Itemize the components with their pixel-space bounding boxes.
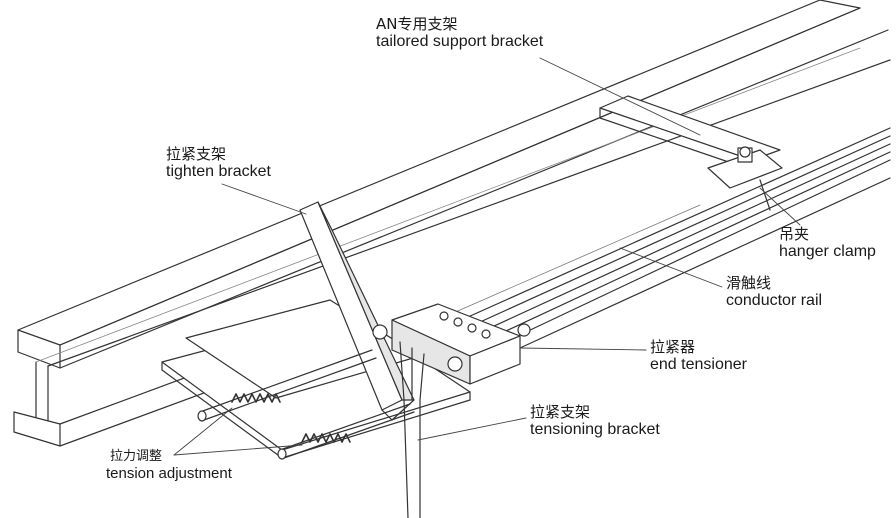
label-conductor-rail: 滑触线 conductor rail <box>726 274 823 311</box>
label-en: tensioning bracket <box>530 421 660 439</box>
i-beam <box>13 0 891 447</box>
end-tensioner-shape <box>372 303 531 518</box>
label-zh: 拉紧支架 <box>166 145 227 163</box>
label-en: tighten bracket <box>166 163 271 181</box>
label-zh: AN专用支架 <box>376 15 458 33</box>
conductor-rail-lines <box>379 127 891 367</box>
spring-coils <box>231 393 351 443</box>
label-zh: 吊夹 <box>779 225 810 243</box>
label-zh: 滑触线 <box>726 274 772 292</box>
label-tailored-support-bracket: AN专用支架 tailored support bracket <box>376 15 544 52</box>
label-hanger-clamp: 吊夹 hanger clamp <box>779 225 876 262</box>
label-tension-adjustment: 拉力调整 tension adjustment <box>106 449 232 482</box>
label-end-tensioner: 拉紧器 end tensioner <box>650 338 747 375</box>
label-zh: 拉力调整 <box>110 449 163 464</box>
label-en: tension adjustment <box>106 464 232 482</box>
label-en: conductor rail <box>726 292 823 310</box>
label-en: end tensioner <box>650 356 747 374</box>
label-tighten-bracket: 拉紧支架 tighten bracket <box>166 145 271 182</box>
label-tensioning-bracket: 拉紧支架 tensioning bracket <box>530 403 660 440</box>
hanger-clamp-shape <box>707 146 783 211</box>
label-en: tailored support bracket <box>376 33 544 51</box>
tension-spring-rods <box>197 349 415 460</box>
label-zh: 拉紧器 <box>650 338 696 356</box>
label-zh: 拉紧支架 <box>530 403 591 421</box>
leader-lines <box>173 57 801 456</box>
label-en: hanger clamp <box>779 243 876 261</box>
